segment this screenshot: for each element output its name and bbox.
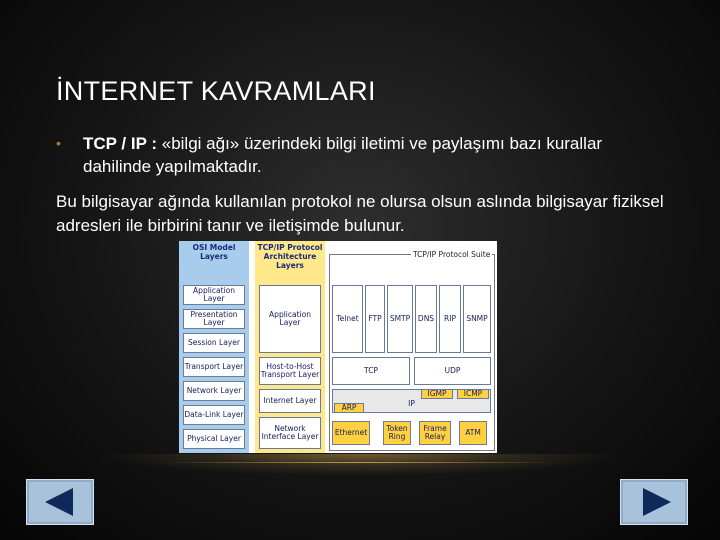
- protocol-rip: RIP: [439, 285, 461, 353]
- protocol-udp: UDP: [414, 357, 491, 385]
- bullet-lead: TCP / IP :: [83, 134, 158, 153]
- osi-layer-datalink: Data-Link Layer: [183, 405, 245, 425]
- previous-slide-button[interactable]: [26, 479, 94, 525]
- protocol-arp: ARP: [334, 403, 364, 413]
- body-paragraph: Bu bilgisayar ağında kullanılan protokol…: [56, 192, 664, 235]
- triangle-left-icon: [45, 488, 73, 516]
- protocol-tcp: TCP: [332, 357, 410, 385]
- protocol-token-ring: Token Ring: [383, 421, 411, 445]
- tcpip-layer-interface: Network Interface Layer: [259, 417, 321, 449]
- osi-layer-network: Network Layer: [183, 381, 245, 401]
- osi-layer-session: Session Layer: [183, 333, 245, 353]
- protocol-atm: ATM: [459, 421, 487, 445]
- osi-layer-transport: Transport Layer: [183, 357, 245, 377]
- protocol-snmp: SNMP: [463, 285, 491, 353]
- osi-layer-presentation: Presentation Layer: [183, 309, 245, 329]
- protocol-ethernet: Ethernet: [332, 421, 370, 445]
- decorative-divider: [160, 462, 560, 463]
- bullet-text: TCP / IP : «bilgi ağı» üzerindeki bilgi …: [56, 132, 656, 178]
- next-slide-button[interactable]: [620, 479, 688, 525]
- decorative-glow: [95, 454, 625, 476]
- protocol-smtp: SMTP: [387, 285, 413, 353]
- protocol-telnet: Telnet: [332, 285, 363, 353]
- tcpip-layer-internet: Internet Layer: [259, 389, 321, 413]
- bullet-item: • TCP / IP : «bilgi ağı» üzerindeki bilg…: [56, 132, 656, 178]
- tcpip-diagram: OSI Model Layers TCP/IP Protocol Archite…: [179, 241, 497, 453]
- triangle-right-icon: [643, 488, 671, 516]
- osi-layer-physical: Physical Layer: [183, 429, 245, 449]
- protocol-ftp: FTP: [365, 285, 385, 353]
- protocol-dns: DNS: [415, 285, 437, 353]
- osi-layer-application: Application Layer: [183, 285, 245, 305]
- tcpip-layer-transport: Host-to-Host Transport Layer: [259, 357, 321, 385]
- protocol-suite-label: TCP/IP Protocol Suite: [411, 250, 493, 259]
- protocol-frame-relay: Frame Relay: [419, 421, 451, 445]
- bullet-marker: •: [56, 135, 61, 151]
- bullet-body: «bilgi ağı» üzerindeki bilgi iletimi ve …: [83, 134, 603, 176]
- slide-title: İNTERNET KAVRAMLARI: [56, 76, 376, 106]
- tcpip-header: TCP/IP Protocol Architecture Layers: [257, 243, 323, 270]
- protocol-igmp: IGMP: [421, 389, 453, 399]
- tcpip-layer-application: Application Layer: [259, 285, 321, 353]
- protocol-icmp: ICMP: [457, 389, 489, 399]
- osi-header: OSI Model Layers: [192, 243, 236, 261]
